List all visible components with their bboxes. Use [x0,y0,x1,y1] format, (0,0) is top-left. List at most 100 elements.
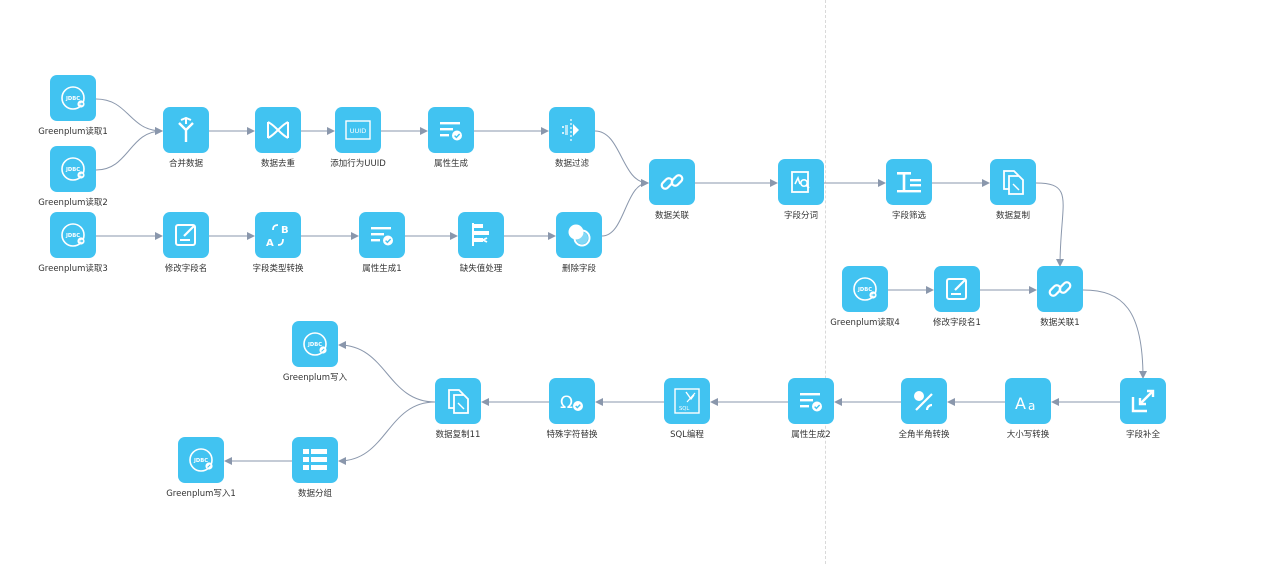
flow-node-n24[interactable]: 属性生成2 [776,378,846,458]
svg-text:SQL: SQL [679,406,689,412]
node-label: 数据关联 [654,211,689,221]
node-label: 数据关联1 [1040,318,1080,328]
node-label: 全角半角转换 [898,430,950,440]
flow-node-n23[interactable]: 全角半角转换 [889,378,959,458]
node-box[interactable]: Ω [549,378,595,424]
node-label: 属性生成 [433,159,468,169]
node-label: Greenplum读取3 [38,264,108,274]
node-box[interactable] [934,266,980,312]
node-box[interactable]: JDBC [292,321,338,367]
node-box[interactable]: UUID [335,107,381,153]
node-box[interactable] [458,212,504,258]
flow-node-n28[interactable]: JDBC Greenplum写入 [280,321,350,401]
node-label: 属性生成2 [791,430,831,440]
node-label: 字段筛选 [891,211,926,221]
node-label: Greenplum写入1 [166,489,236,499]
filter-icon [558,116,586,144]
node-label: 数据复制11 [435,430,481,440]
svg-text:JDBC: JDBC [307,342,322,348]
node-box[interactable] [163,212,209,258]
flow-node-n4[interactable]: 合并数据 [151,107,221,187]
node-box[interactable] [886,159,932,205]
flow-node-n16[interactable]: 字段筛选 [874,159,944,239]
node-box[interactable] [901,378,947,424]
delete-field-icon [565,221,593,249]
flow-node-n17[interactable]: 数据复制 [978,159,1048,239]
node-label: 字段分词 [783,211,818,221]
node-box[interactable] [1037,266,1083,312]
node-label: 修改字段名 [164,264,208,274]
flow-node-n15[interactable]: 字段分词 [766,159,836,239]
copy-icon [999,168,1027,196]
flow-node-n29[interactable]: 数据分组 [280,437,350,517]
flow-node-n11[interactable]: 属性生成1 [347,212,417,292]
svg-text:JDBC: JDBC [65,167,80,173]
node-box[interactable] [255,107,301,153]
flow-node-n30[interactable]: JDBC Greenplum写入1 [166,437,236,517]
flow-node-n26[interactable]: Ω 特殊字符替换 [537,378,607,458]
node-box[interactable]: SQL [664,378,710,424]
node-label: 属性生成1 [362,264,402,274]
attr-gen-icon [368,221,396,249]
node-label: 缺失值处理 [459,264,503,274]
flow-node-n9[interactable]: 修改字段名 [151,212,221,292]
node-label: 数据分组 [297,489,332,499]
node-box[interactable] [649,159,695,205]
node-box[interactable] [549,107,595,153]
node-box[interactable]: JDBC [50,75,96,121]
field-complete-icon [1129,387,1157,415]
node-label: 添加行为UUID [330,159,386,169]
node-box[interactable] [778,159,824,205]
flow-node-n13[interactable]: 删除字段 [544,212,614,292]
node-label: 字段类型转换 [252,264,304,274]
node-label: Greenplum写入 [282,373,348,383]
dedup-icon [264,116,292,144]
link-icon [1046,275,1074,303]
flow-node-n27[interactable]: 数据复制11 [423,378,493,458]
node-box[interactable]: JDBC [50,212,96,258]
node-box[interactable] [292,437,338,483]
node-label: 字段补全 [1125,430,1160,440]
rename-icon [943,275,971,303]
flow-node-n5[interactable]: 数据去重 [243,107,313,187]
flow-node-n19[interactable]: 修改字段名1 [922,266,992,346]
svg-text:UUID: UUID [350,127,366,135]
node-box[interactable] [163,107,209,153]
node-box[interactable]: JDBC [842,266,888,312]
node-label: 大小写转换 [1006,430,1050,440]
node-box[interactable]: JDBC [178,437,224,483]
node-box[interactable] [788,378,834,424]
special-char-icon: Ω [558,387,586,415]
node-label: 删除字段 [561,264,596,274]
node-box[interactable] [359,212,405,258]
flow-node-n8[interactable]: 数据过滤 [537,107,607,187]
node-box[interactable] [428,107,474,153]
node-box[interactable]: JDBC [50,146,96,192]
node-label: 数据去重 [260,159,295,169]
flow-node-n3[interactable]: JDBC Greenplum读取3 [38,212,108,292]
flow-node-n6[interactable]: UUID 添加行为UUID [323,107,393,187]
node-label: 特殊字符替换 [546,430,598,440]
jdbc-write-icon: JDBC [301,330,329,358]
missing-value-icon [467,221,495,249]
flow-node-n12[interactable]: 缺失值处理 [446,212,516,292]
flow-node-n7[interactable]: 属性生成 [416,107,486,187]
flow-node-n21[interactable]: 字段补全 [1108,378,1178,458]
copy-icon [444,387,472,415]
flow-node-n20[interactable]: 数据关联1 [1025,266,1095,346]
node-box[interactable] [990,159,1036,205]
node-box[interactable] [1120,378,1166,424]
node-box[interactable] [435,378,481,424]
flow-node-n14[interactable]: 数据关联 [637,159,707,239]
node-box[interactable] [556,212,602,258]
